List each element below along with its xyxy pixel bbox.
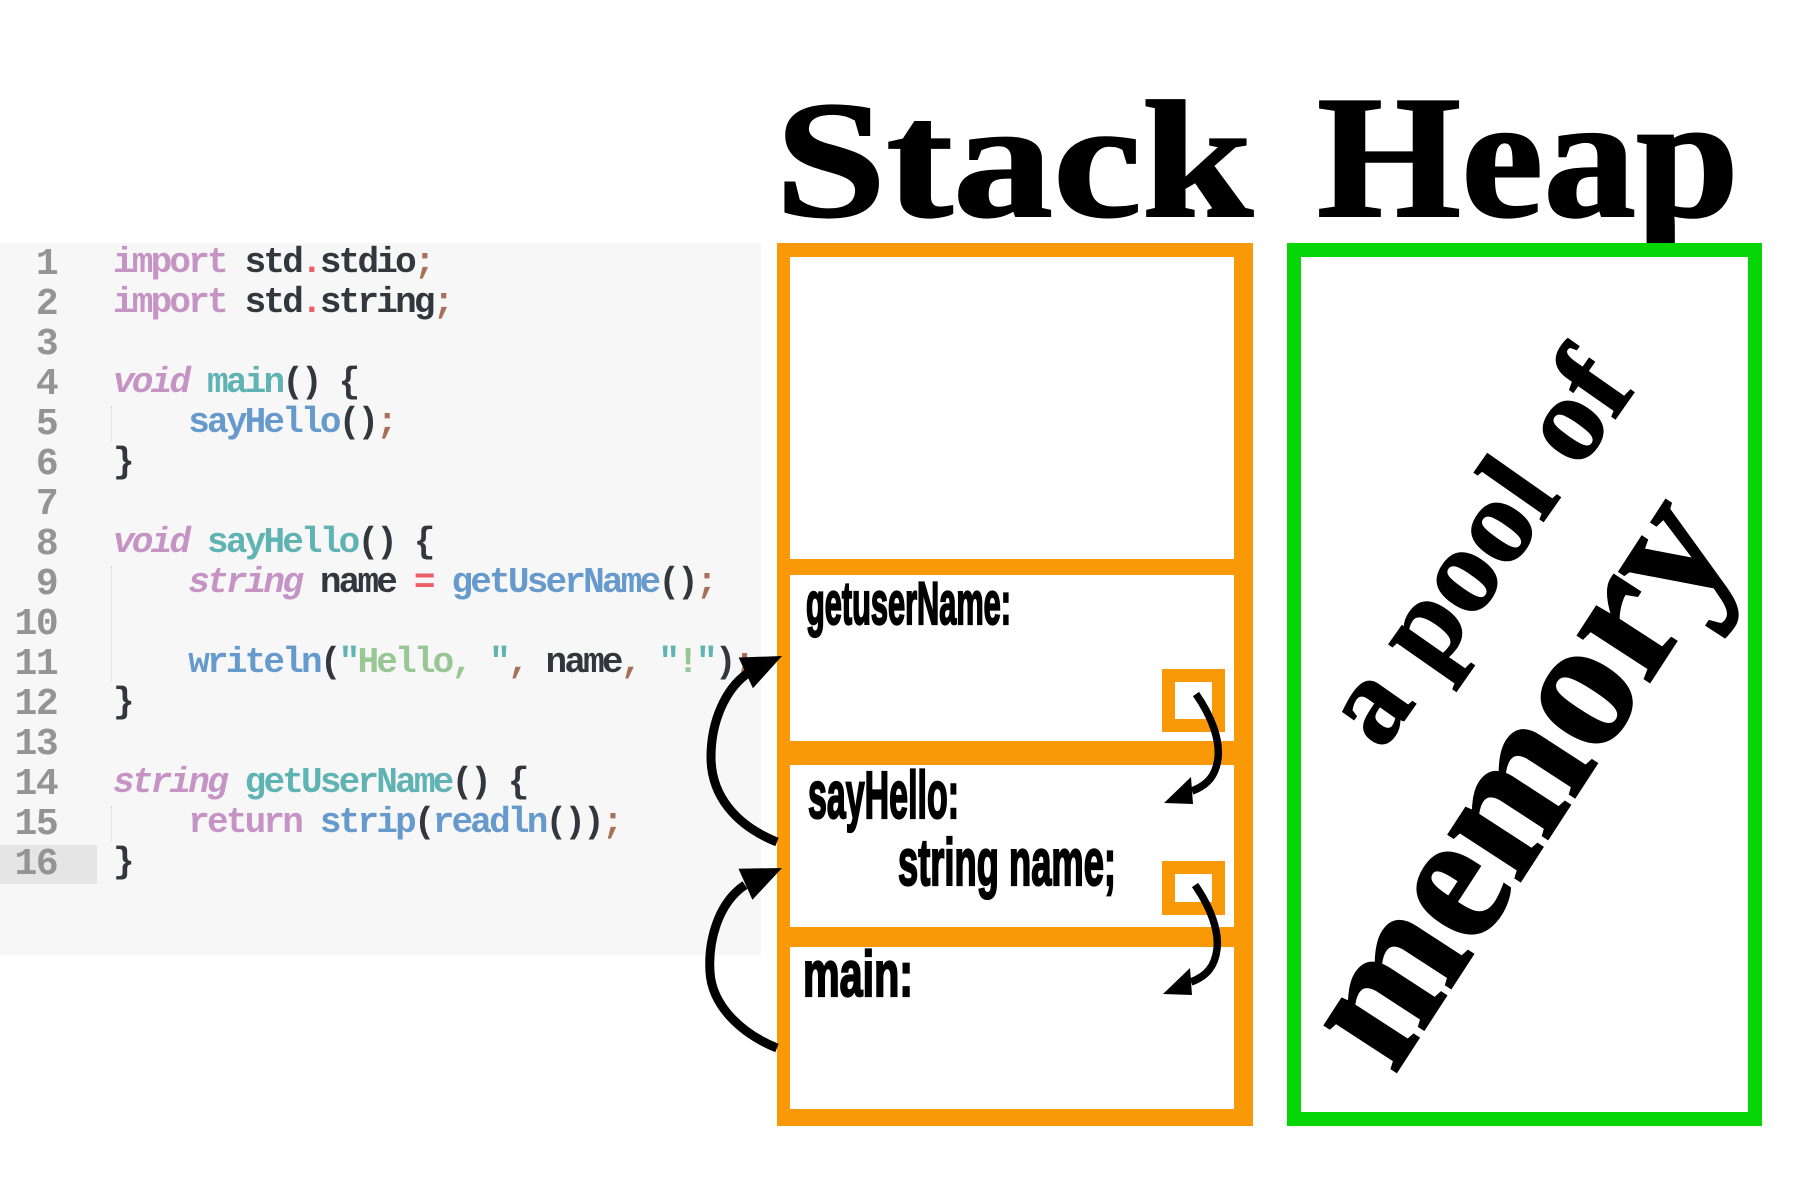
svg-text:sayHello:: sayHello:	[808, 758, 959, 833]
svg-text:string name;: string name;	[898, 825, 1116, 899]
svg-text:Stack: Stack	[775, 68, 1253, 253]
svg-text:Heap: Heap	[1317, 60, 1739, 254]
svg-text:getuserName:: getuserName:	[806, 570, 1011, 637]
svg-text:main:: main:	[803, 938, 913, 1010]
